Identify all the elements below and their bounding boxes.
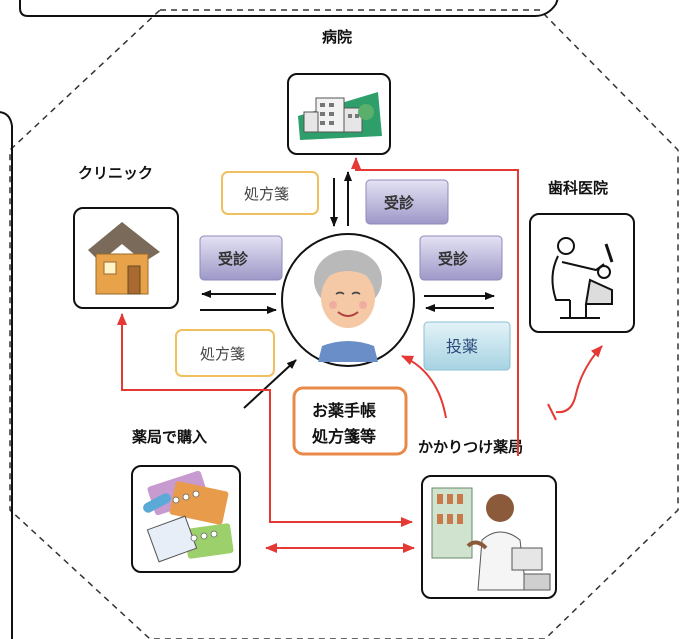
family-pharmacy-title: かかりつけ薬局 [418,438,523,456]
hospital-icon [298,92,382,140]
dental-title: 歯科医院 [548,179,608,197]
red-dental-bar [547,403,557,421]
octagon-boundary [9,9,679,639]
medication-notebook-box: お薬手帳 処方箋等 [292,386,408,456]
dispense-text: 投薬 [446,337,478,356]
dental-node [529,213,635,333]
hospital-title: 病院 [322,28,352,46]
arrow-to-patient-lower-left [243,359,297,409]
notebook-line1: お薬手帳 [312,401,376,420]
red-pharmacy-to-dental [555,345,603,414]
prescription-top-text: 処方箋 [244,185,289,203]
left-frame [0,111,13,639]
red-arrows [117,157,603,553]
consult-top-text: 受診 [384,194,415,212]
dispense-button: 投薬 [423,321,511,371]
prescription-left-text: 処方箋 [200,345,245,363]
consult-left-text: 受診 [218,250,249,268]
consult-right-text: 受診 [438,250,469,268]
notebook-line2: 処方箋等 [312,427,376,446]
top-frame [19,0,559,17]
hospital-node [287,73,391,155]
black-arrows [200,171,495,409]
patient-node [281,233,415,367]
clinic-title: クリニック [78,164,153,182]
medicine-icon [143,470,234,563]
family-pharmacy-node [421,475,557,599]
consult-button-left: 受診 [199,235,283,281]
dentist-icon [551,237,614,319]
red-pharmacy-to-hospital [351,157,519,456]
consult-button-right: 受診 [419,235,503,281]
clinic-node [73,207,179,309]
house-icon [88,222,160,295]
elderly-person-icon [314,250,382,362]
pharmacy-purchase-node [131,465,241,573]
pharmacy-purchase-title: 薬局で購入 [131,428,207,446]
pharmacist-icon [431,487,551,591]
prescription-label-top: 処方箋 [221,171,319,215]
red-pharmacy-to-patient [401,355,447,419]
prescription-label-left: 処方箋 [175,329,275,377]
consult-button-top: 受診 [365,179,449,225]
